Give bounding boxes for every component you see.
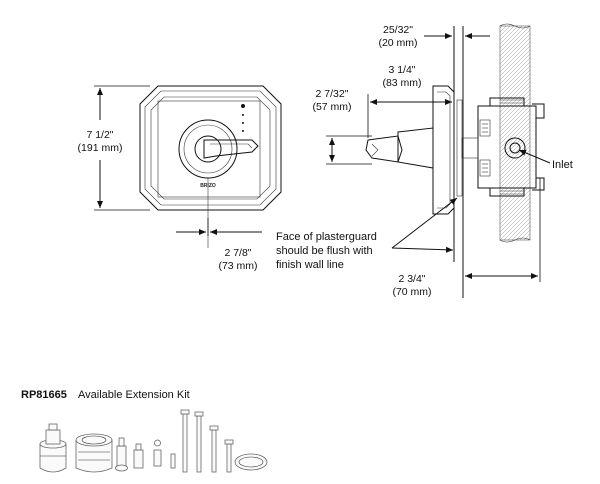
valve-nut bbox=[479, 159, 491, 177]
width-dimension-in: 2 7/8" bbox=[224, 247, 251, 259]
trim-plate-profile bbox=[432, 85, 455, 215]
plasterguard-note: Face of plasterguard should be flush wit… bbox=[276, 231, 377, 271]
depth-dimension-in: 3 1/4" bbox=[388, 64, 415, 76]
trim-plate-outline bbox=[139, 85, 282, 211]
trim-plate-bevel bbox=[150, 96, 271, 200]
plasterguard bbox=[456, 99, 463, 197]
front-view: BRIZO 7 1/2" (191 mm) 2 7/8" (73 mm) bbox=[78, 85, 282, 272]
valve-nut bbox=[479, 119, 491, 137]
depth-dimension-mm: (83 mm) bbox=[382, 77, 421, 89]
handle-escutcheon bbox=[178, 119, 238, 179]
kit-sleeve bbox=[75, 433, 113, 473]
kit-screw bbox=[180, 409, 190, 473]
kit-stem-adapter bbox=[133, 443, 144, 469]
note-leader bbox=[391, 246, 454, 253]
lever-handle bbox=[203, 139, 259, 159]
lever-height-in: 2 7/32" bbox=[316, 88, 349, 100]
handle-escutcheon-inner bbox=[183, 124, 233, 174]
handle-profile bbox=[397, 127, 434, 169]
indicator-dot bbox=[241, 104, 245, 108]
face-panel bbox=[157, 100, 261, 198]
supply-pipe bbox=[499, 25, 531, 241]
valve-bracket bbox=[489, 97, 525, 107]
kit-code: RP81665 bbox=[21, 389, 67, 401]
kit-stem-adapter bbox=[115, 437, 128, 472]
valve-bracket bbox=[489, 187, 525, 197]
kit-cartridge-extension bbox=[39, 423, 67, 473]
note-line-3: finish wall line bbox=[276, 259, 344, 271]
inlet-port-inner bbox=[509, 142, 521, 154]
lever-tip bbox=[371, 143, 379, 157]
lever-handle-detail bbox=[210, 143, 253, 149]
height-dimension-mm: (191 mm) bbox=[78, 142, 123, 154]
pipe-break-top bbox=[499, 23, 531, 29]
lever-profile bbox=[365, 135, 403, 163]
kit-screw bbox=[209, 425, 219, 473]
kit-screw bbox=[224, 439, 234, 473]
kit-o-ring bbox=[234, 453, 268, 471]
trim-plate-inner bbox=[144, 90, 277, 206]
height-dimension-in: 7 1/2" bbox=[86, 129, 113, 141]
extension-kit: RP81665 Available Extension Kit bbox=[21, 389, 268, 473]
lever-height-mm: (57 mm) bbox=[312, 101, 351, 113]
bottom-dimension-in: 2 3/4" bbox=[398, 273, 425, 285]
kit-pin bbox=[170, 453, 176, 469]
pipe-break-bottom bbox=[499, 237, 531, 243]
kit-bushing bbox=[153, 439, 162, 467]
inlet-label: Inlet bbox=[552, 159, 573, 171]
side-view: 25/32" (20 mm) 3 1/4" (83 mm) 2 7/32" (5… bbox=[276, 23, 573, 298]
indicator-dot bbox=[242, 122, 244, 124]
top-dimension-mm: (20 mm) bbox=[378, 37, 417, 49]
inlet-leader bbox=[518, 149, 551, 164]
bottom-dimension-mm: (70 mm) bbox=[392, 286, 431, 298]
inlet-port bbox=[504, 137, 526, 159]
kit-screw bbox=[194, 411, 204, 473]
note-line-2: should be flush with bbox=[276, 245, 373, 257]
width-dimension-mm: (73 mm) bbox=[218, 260, 257, 272]
note-leader bbox=[391, 197, 458, 249]
note-line-1: Face of plasterguard bbox=[276, 231, 377, 243]
kit-title: Available Extension Kit bbox=[78, 389, 190, 401]
trim-plate-profile-inner bbox=[437, 91, 451, 209]
indicator-dot bbox=[242, 114, 244, 116]
valve-clip bbox=[532, 103, 545, 119]
indicator-dot bbox=[242, 130, 244, 132]
top-dimension-in: 25/32" bbox=[383, 24, 413, 36]
handle-hub bbox=[194, 135, 222, 163]
valve-stem bbox=[461, 137, 479, 159]
valve-threads bbox=[482, 99, 524, 195]
kit-o-ring-inner bbox=[238, 456, 264, 468]
